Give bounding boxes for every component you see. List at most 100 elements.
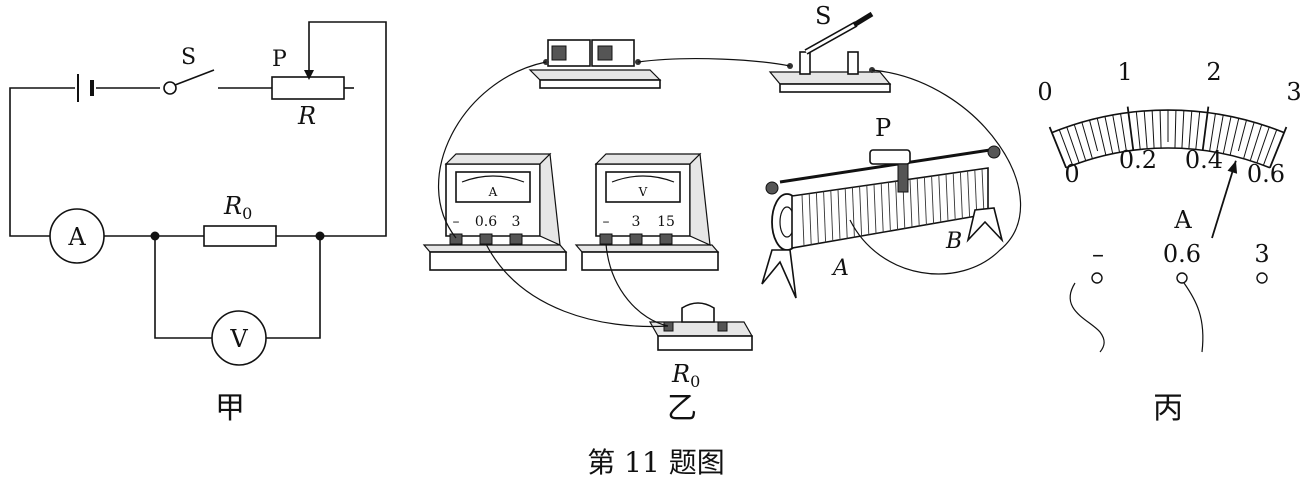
wire-battery-to-ammeter (438, 61, 547, 239)
rheostat-top-rod (779, 148, 991, 184)
dial-tick (1126, 106, 1135, 151)
wire-voltmeter-left (154, 236, 212, 339)
coil-winding (873, 184, 877, 234)
wire-battery-to-switch (637, 58, 791, 67)
coil-winding (967, 170, 971, 218)
ammeter-symbol-letter: A (67, 223, 86, 251)
dial-tick (1188, 110, 1193, 149)
junction-dot-right (315, 231, 325, 241)
dial-tick (1201, 106, 1210, 151)
coil-winding (830, 190, 834, 242)
rheostat-slider-contact (897, 163, 909, 193)
voltmeter-terminal-label-15: 15 (657, 214, 675, 230)
ammeter-base-top (422, 244, 568, 253)
voltmeter-symbol-letter: V (229, 325, 248, 353)
coil-winding (923, 177, 927, 226)
dial-tick (1229, 118, 1240, 156)
ammeter-base-front (429, 251, 567, 271)
meter-symbol-a-bing: A (1173, 206, 1192, 234)
coil-winding (815, 192, 819, 244)
knife-switch: S (768, 2, 892, 93)
switch-label-s: S (181, 45, 196, 70)
voltmeter-base-top (574, 244, 720, 253)
meter-dial-bing: 0 1 2 3 0 0.2 0.4 0.6 A – 0.6 3 丙 (1037, 58, 1301, 426)
dial-top-label-2: 2 (1206, 58, 1221, 86)
resistor-r0 (203, 225, 277, 247)
slider-arrow-icon (304, 70, 314, 80)
panel-label-bing: 丙 (1153, 391, 1183, 426)
r0-terminal-right (717, 321, 728, 332)
coil-winding (931, 176, 935, 224)
wire-slider-return (308, 21, 387, 237)
dial-tick (1159, 110, 1162, 149)
ammeter-terminal-0-6 (479, 233, 493, 245)
coil-winding (981, 168, 985, 216)
coil-winding (851, 187, 855, 238)
rheostat-end-label-a: A (831, 256, 849, 281)
dial-tick (1269, 126, 1288, 169)
battery-base-front (539, 79, 661, 89)
switch-base-front (779, 83, 891, 93)
switch-hinge-post (799, 51, 811, 75)
dial-tick (1135, 111, 1141, 150)
rheostat-leg-left (761, 249, 797, 299)
dial-top-label-3: 3 (1286, 78, 1301, 106)
dial-tick (1181, 110, 1185, 149)
dial-tick (1195, 111, 1201, 150)
coil-winding (887, 182, 891, 232)
coil-winding (844, 188, 848, 239)
dial-tick (1215, 114, 1224, 153)
wire-ammeter-to-r0 (485, 243, 669, 328)
lead-wire-minus (1069, 282, 1105, 353)
dial-tick (1237, 119, 1247, 152)
coil-winding (837, 189, 841, 241)
rheostat-slider-p (869, 149, 911, 165)
coil-winding (974, 169, 978, 217)
ammeter-side (539, 152, 561, 246)
coil-winding (938, 175, 942, 223)
battery-base-top (528, 69, 662, 81)
rheostat-terminal-top-left (765, 181, 779, 195)
battery-box (528, 39, 662, 89)
resistor-r0-block: R0 (648, 302, 754, 391)
dial-tick (1143, 110, 1148, 149)
battery-cell-band-right (597, 45, 613, 61)
coil-winding (880, 183, 884, 233)
coil-winding (959, 171, 963, 219)
resistor-label-r: R0 (223, 192, 252, 223)
r0-coil-cover (681, 302, 715, 323)
voltmeter-side (689, 152, 711, 246)
dial-bottom-label-0-2: 0.2 (1119, 146, 1157, 174)
rheostat-coil-windings (801, 168, 985, 247)
dial-tick (1104, 116, 1114, 154)
terminal-label-0-6-bing: 0.6 (1163, 240, 1201, 268)
dial-ticks (1048, 106, 1288, 169)
r0-base-front (657, 335, 753, 351)
dial-tick (1262, 129, 1278, 166)
coil-winding (909, 179, 913, 228)
ammeter-symbol (49, 208, 105, 264)
dial-top-label-0: 0 (1037, 78, 1052, 106)
voltmeter-dial-arc (611, 175, 675, 183)
dial-tick (1089, 119, 1099, 152)
switch-blade (174, 69, 215, 86)
rheostat-leg-right (966, 207, 1004, 243)
dial-tick (1256, 126, 1270, 164)
voltmeter-symbol (211, 310, 267, 366)
coil-winding (808, 193, 812, 246)
wire-left (9, 87, 75, 237)
ammeter-device: A – 0.6 3 (422, 152, 568, 271)
coil-winding (866, 185, 870, 236)
coil-winding (916, 178, 920, 227)
voltmeter-dial-window (605, 171, 681, 203)
dial-tick (1066, 126, 1080, 164)
slider-label-p: P (272, 47, 287, 72)
dial-tick (1151, 110, 1155, 149)
voltmeter-terminal-minus (599, 233, 613, 245)
wire-switch-to-rheostat (849, 69, 1021, 275)
terminal-3-bing (1256, 272, 1268, 284)
r0-label-yi: R0 (671, 360, 700, 391)
switch-blade-highlight (805, 22, 857, 54)
coil-winding (945, 173, 949, 222)
